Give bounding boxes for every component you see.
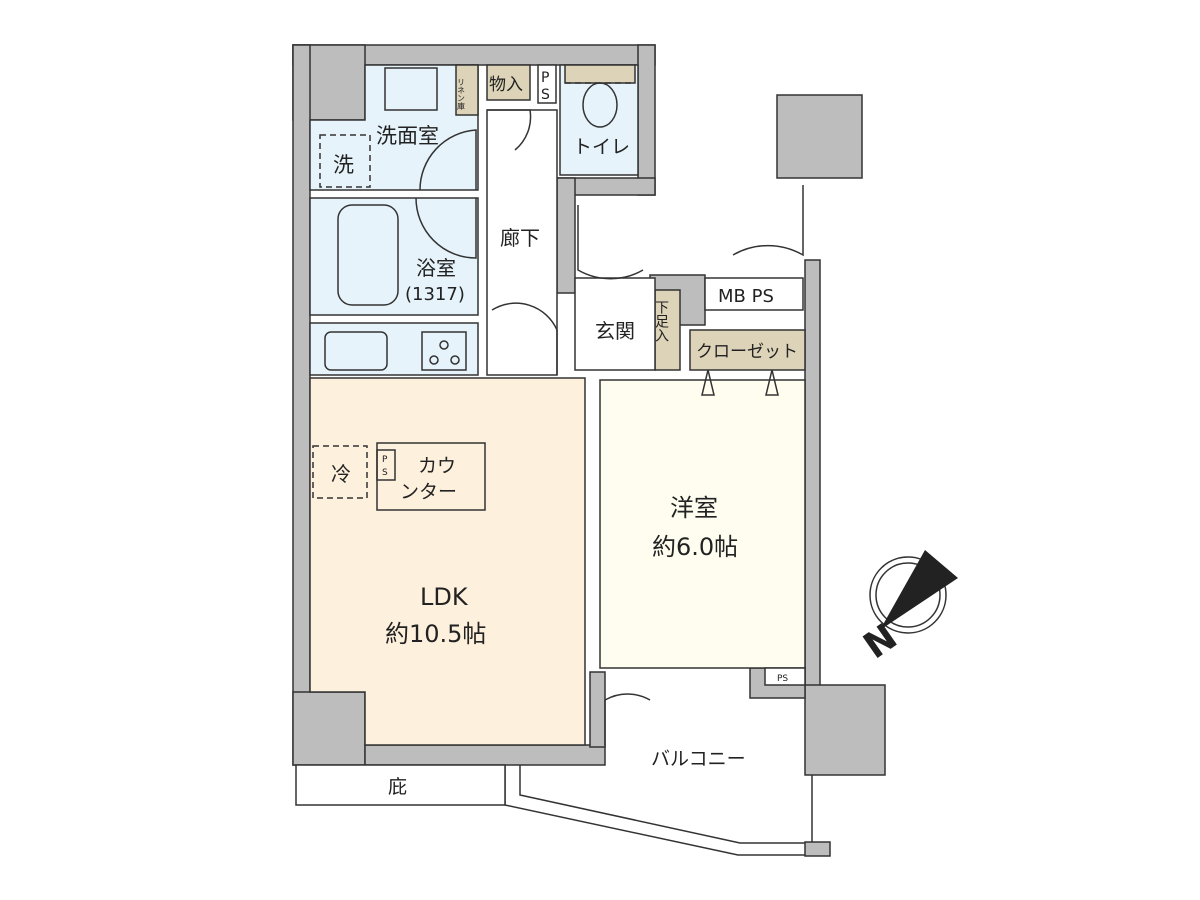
bath-size-label: (1317)	[405, 284, 465, 305]
compass-north-label: N	[857, 616, 905, 667]
fridge-label: 冷	[331, 462, 351, 486]
kitchen	[309, 322, 479, 376]
storage-closet	[486, 64, 531, 101]
counter-label-2: ンター	[400, 481, 457, 503]
compass-icon: N	[857, 550, 958, 667]
ps-top-p: P	[541, 70, 549, 86]
shoe-storage-label: 下足入	[653, 300, 669, 342]
toilet-label: トイレ	[573, 136, 630, 158]
western-room	[599, 379, 806, 669]
balcony-outline	[504, 765, 813, 856]
mb-ps-label: MB PS	[718, 286, 774, 307]
western-room-label: 洋室	[670, 494, 718, 522]
western-size-label: 約6.0帖	[652, 533, 738, 561]
closet-label: クローゼット	[696, 342, 798, 362]
eaves	[295, 764, 506, 806]
doors	[415, 109, 804, 745]
fridge-space	[312, 445, 368, 499]
storage-label: 物入	[489, 75, 523, 95]
shoe-storage	[654, 289, 681, 371]
mb-ps	[704, 277, 804, 311]
ps-top-s: S	[541, 87, 550, 103]
ps-top	[537, 64, 557, 104]
ldk-label: LDK	[420, 583, 469, 611]
linen-label: リネン庫	[457, 78, 466, 111]
ldk-room	[309, 377, 586, 746]
counter-label-1: カウ	[418, 455, 456, 477]
laundry-label: 洗面室	[376, 124, 439, 148]
ldk-size-label: 約10.5帖	[385, 620, 486, 648]
hallway	[486, 109, 558, 376]
ps-room-label: PS	[777, 674, 788, 684]
entrance-label: 玄関	[595, 319, 635, 343]
bath-label: 浴室	[416, 256, 456, 280]
eaves-label: 庇	[388, 776, 407, 798]
ps-small-p: P	[382, 455, 388, 465]
closet	[689, 329, 806, 371]
linen-closet	[455, 64, 479, 116]
washer-label: 洗	[333, 153, 354, 177]
balcony-label: バルコニー	[651, 748, 746, 770]
hallway-label: 廊下	[500, 226, 540, 250]
bathtub	[337, 204, 399, 306]
ps-small-s: S	[382, 468, 388, 478]
labels: 洗面室 洗 リネン庫 物入 P S トイレ 浴室 (1317) 廊下 玄関 下足…	[331, 70, 798, 798]
entrance	[574, 277, 656, 371]
washer-space	[319, 134, 371, 188]
